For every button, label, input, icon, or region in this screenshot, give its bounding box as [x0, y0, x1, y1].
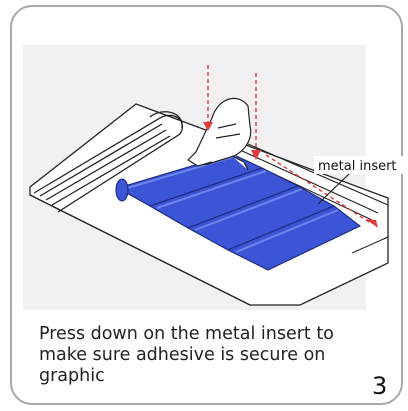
arrow-heads	[203, 122, 378, 228]
instruction-caption: Press down on the metal insert to make s…	[39, 324, 334, 386]
graphic-strip-4	[226, 205, 362, 271]
base-board-edge	[29, 194, 251, 306]
rolled-profile	[33, 111, 184, 213]
step-number: 3	[372, 372, 388, 400]
callout-leader	[317, 172, 351, 205]
metal-insert-label: metal insert	[318, 159, 397, 174]
blue-graphic	[115, 153, 362, 271]
callout-label-bg	[314, 156, 406, 174]
press-arrows	[207, 65, 373, 225]
hand-icon	[187, 97, 252, 171]
